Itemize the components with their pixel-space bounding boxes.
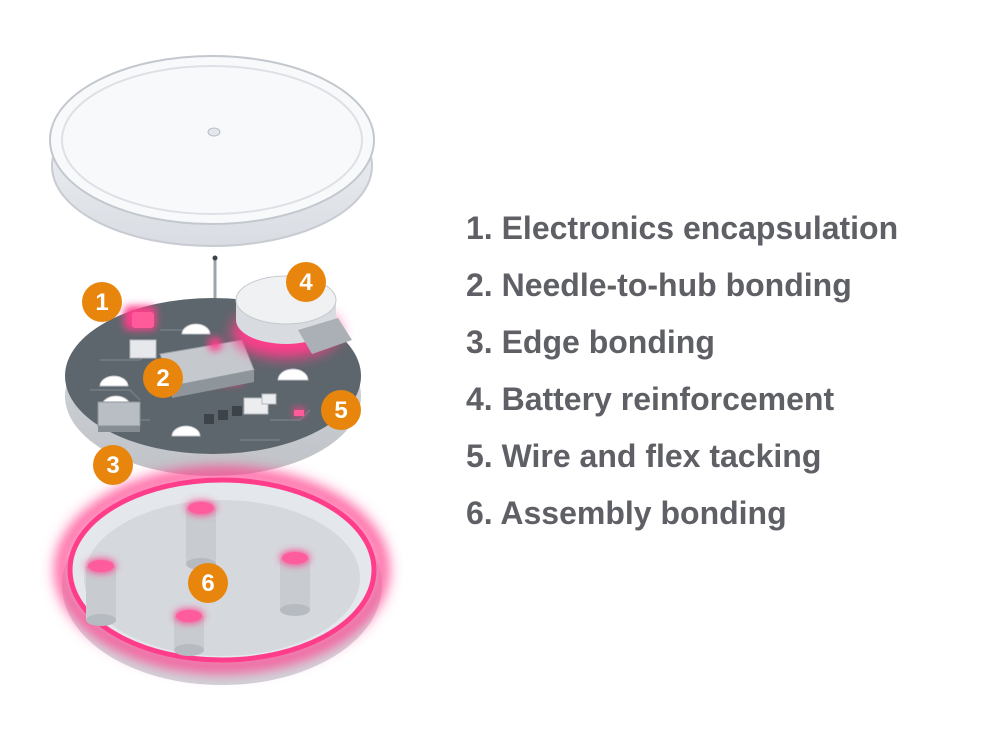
pcb-layer	[65, 275, 361, 476]
badge-number: 4	[299, 269, 313, 296]
device-exploded-illustration: 1 2 3 4 5 6	[49, 55, 388, 685]
legend-item-needle-to-hub-bonding: 2. Needle-to-hub bonding	[466, 267, 852, 303]
clear-cap	[49, 55, 375, 247]
badge-1: 1	[82, 282, 122, 322]
badge-number: 3	[106, 452, 119, 479]
legend-item-edge-bonding: 3. Edge bonding	[466, 324, 715, 360]
bonding-legend: 1. Electronics encapsulation 2. Needle-t…	[466, 200, 986, 542]
legend-item-assembly-bonding: 6. Assembly bonding	[466, 495, 787, 531]
badge-2: 2	[143, 358, 183, 398]
badge-number: 1	[95, 289, 108, 316]
badge-number: 2	[156, 365, 169, 392]
badge-3: 3	[93, 445, 133, 485]
legend-item-electronics-encapsulation: 1. Electronics encapsulation	[466, 210, 899, 246]
badge-5: 5	[321, 390, 361, 430]
legend-item-battery-reinforcement: 4. Battery reinforcement	[466, 381, 835, 417]
badge-number: 6	[201, 570, 214, 597]
badge-number: 5	[334, 397, 347, 424]
badge-4: 4	[286, 262, 326, 302]
badge-6: 6	[188, 563, 228, 603]
legend-item-wire-and-flex-tacking: 5. Wire and flex tacking	[466, 438, 822, 474]
